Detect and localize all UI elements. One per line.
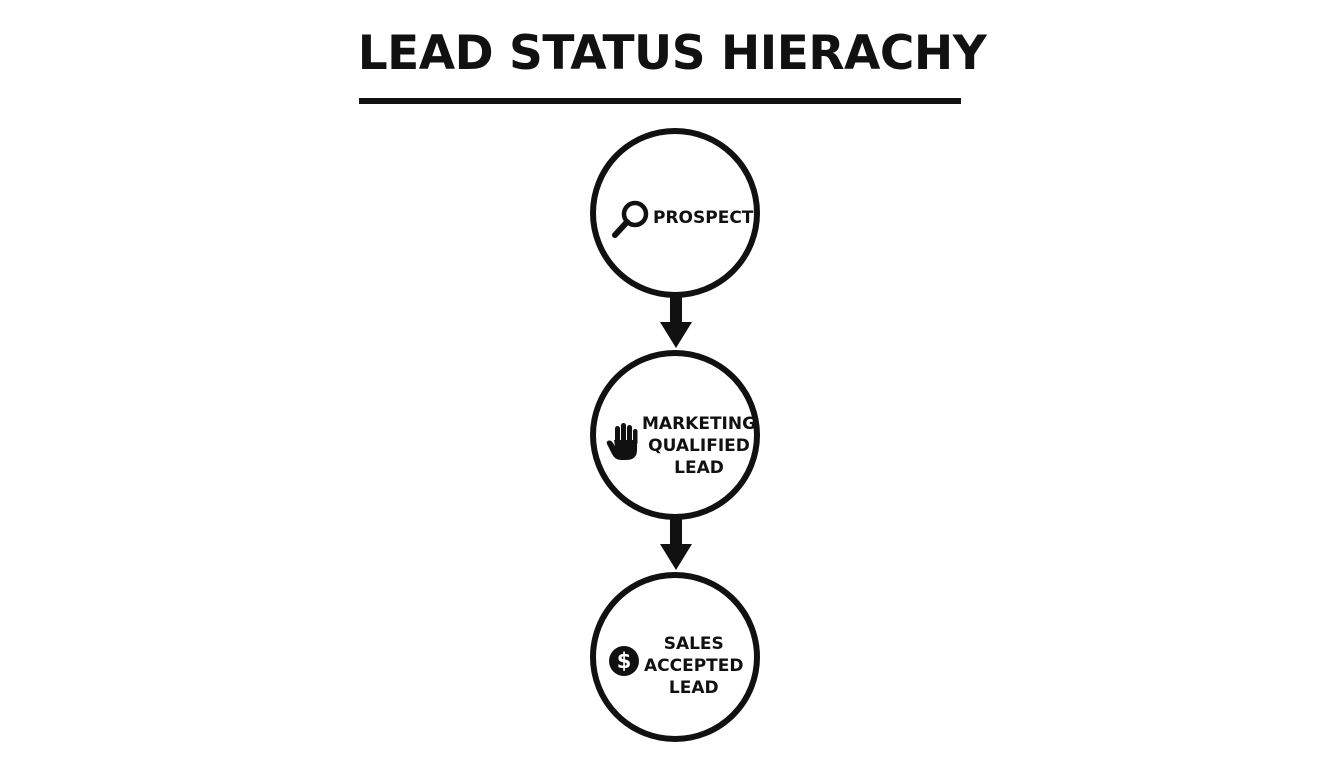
node-label-line: LEAD (668, 678, 719, 698)
node-label-line: MARKETING (642, 414, 757, 434)
node-label-line: SALES (663, 634, 724, 654)
title-underline (359, 98, 961, 104)
arrow-mql-to-sal (660, 516, 692, 570)
node-label-line: PROSPECT (653, 208, 754, 228)
svg-text:$: $ (617, 649, 632, 673)
node-marketing-qualified-lead: MARKETING QUALIFIED LEAD (590, 350, 760, 520)
node-prospect-label: PROSPECT (653, 207, 753, 229)
page-title: LEAD STATUS HIERACHY (357, 26, 987, 81)
node-prospect: PROSPECT (590, 128, 760, 298)
node-sal-label: SALES ACCEPTED LEAD (644, 633, 744, 699)
node-label-line: LEAD (674, 458, 724, 478)
dollar-coin-icon: $ (609, 646, 639, 676)
node-sales-accepted-lead: $ SALES ACCEPTED LEAD (590, 572, 760, 742)
node-label-line: QUALIFIED (648, 436, 750, 456)
hand-icon (606, 423, 638, 460)
arrow-prospect-to-mql (660, 294, 692, 348)
node-mql-label: MARKETING QUALIFIED LEAD (642, 413, 756, 479)
magnifier-icon (612, 200, 649, 238)
node-label-line: ACCEPTED (644, 656, 744, 676)
